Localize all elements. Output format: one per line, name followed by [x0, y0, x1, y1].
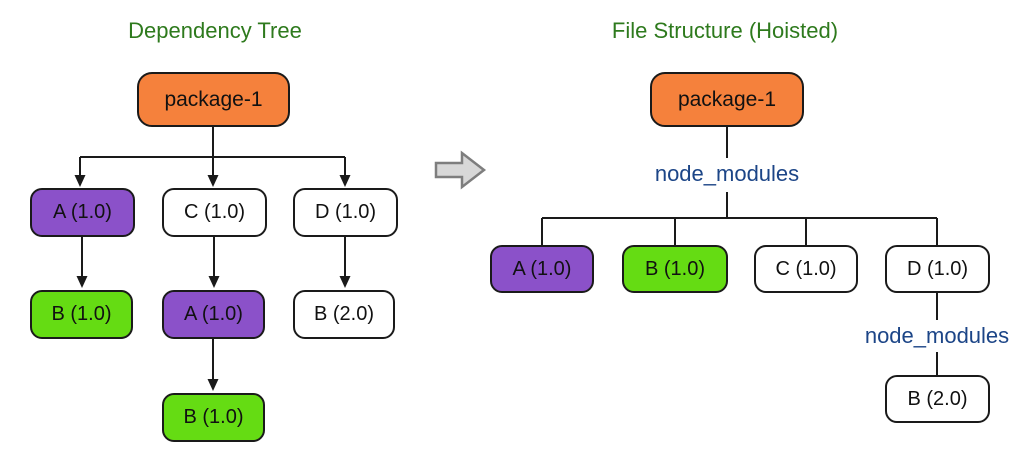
left-diagram-title: Dependency Tree	[128, 18, 302, 43]
fs-root-package-1: package-1	[650, 72, 804, 127]
fs-node-a-1-0: A (1.0)	[490, 245, 594, 293]
dep-node-d-1-0: D (1.0)	[293, 188, 398, 237]
fs-node-b-2-0: B (2.0)	[885, 375, 990, 423]
dep-node-a-1-0: A (1.0)	[30, 188, 135, 237]
dep-node-b-1-0-deep: B (1.0)	[162, 393, 265, 442]
right-block-arrow-icon	[434, 150, 487, 190]
dep-node-c-1-0: C (1.0)	[162, 188, 267, 237]
right-tree-connectors	[541, 127, 938, 375]
dep-node-b-2-0: B (2.0)	[293, 290, 395, 339]
left-tree-arrowheads	[74, 175, 351, 391]
dep-node-b-1-0: B (1.0)	[30, 290, 133, 339]
fs-node-c-1-0: C (1.0)	[754, 245, 858, 293]
dep-node-a-1-0-nested: A (1.0)	[162, 290, 265, 339]
fs-node-b-1-0: B (1.0)	[622, 245, 728, 293]
fs-node-d-1-0: D (1.0)	[885, 245, 990, 293]
dep-root-package-1: package-1	[137, 72, 290, 127]
right-diagram-title: File Structure (Hoisted)	[611, 18, 839, 43]
node-modules-label-nested: node_modules	[864, 323, 1010, 348]
left-tree-connectors	[79, 127, 346, 380]
node-modules-label-top: node_modules	[654, 161, 800, 186]
